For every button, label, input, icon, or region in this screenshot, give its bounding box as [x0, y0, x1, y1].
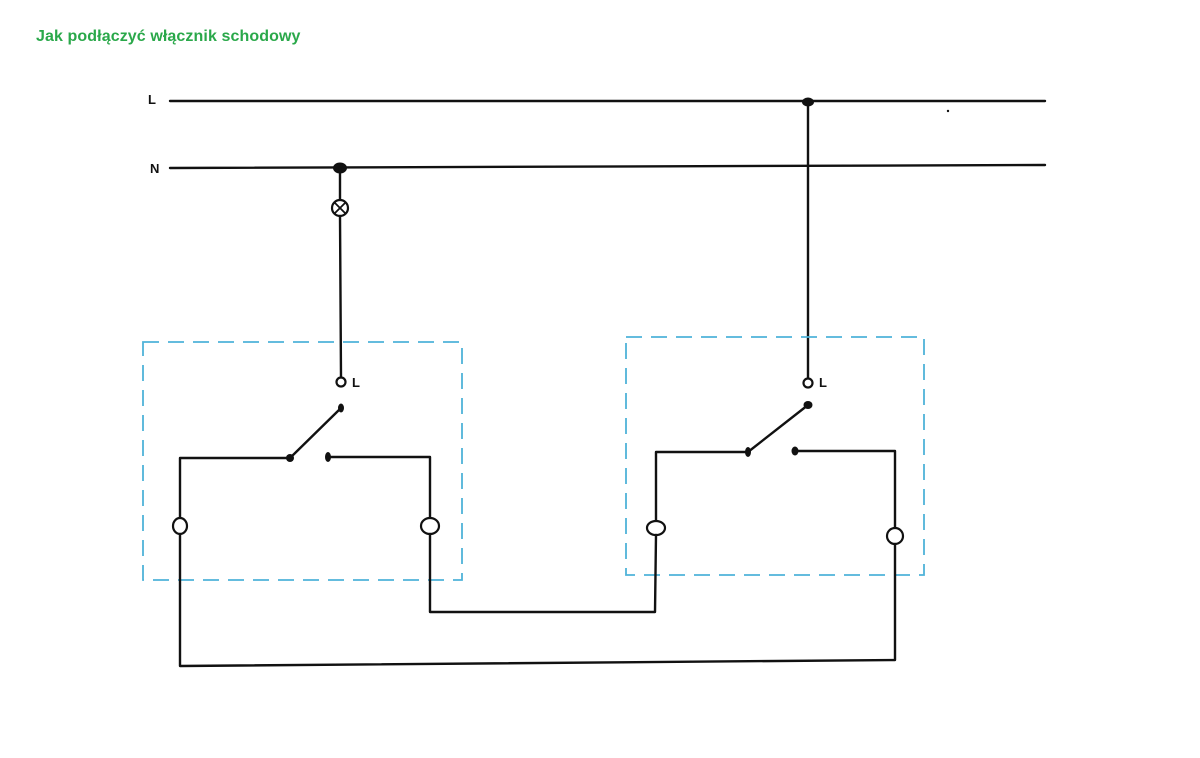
switch-1-traveler-b — [326, 455, 432, 519]
switch-1-terminal-left — [171, 516, 189, 536]
wire-lamp-switch1 — [338, 214, 343, 379]
switch-2-common-terminal — [802, 377, 814, 389]
switch-1-terminal-right — [419, 516, 441, 536]
switch-1-input-label: L — [352, 375, 360, 390]
switch-2-terminal-right — [885, 526, 905, 546]
switch-1-common-terminal — [335, 376, 347, 388]
lamp-cross-icon — [330, 198, 350, 218]
stray-dot — [946, 109, 950, 113]
switch-2-traveler-a — [654, 450, 750, 522]
switch-2-box — [625, 336, 925, 576]
switch-2-terminal-left — [645, 519, 667, 537]
switch-1-box — [142, 341, 463, 581]
page-title: Jak podłączyć włącznik schodowy — [36, 28, 301, 45]
switch-1-traveler-a — [178, 456, 292, 520]
switch-1-lever — [288, 406, 343, 460]
live-line-label: L — [148, 92, 156, 107]
traveler-wire-outer — [178, 532, 897, 668]
switch-1: L — [142, 341, 463, 581]
traveler-wire-inner — [428, 532, 658, 614]
neutral-line — [168, 163, 1047, 170]
switch-2-lever — [746, 403, 810, 454]
neutral-line-label: N — [150, 161, 159, 176]
switch-2-traveler-b — [793, 449, 897, 530]
switch-2: L — [625, 336, 925, 576]
switch-2-input-label: L — [819, 375, 827, 390]
